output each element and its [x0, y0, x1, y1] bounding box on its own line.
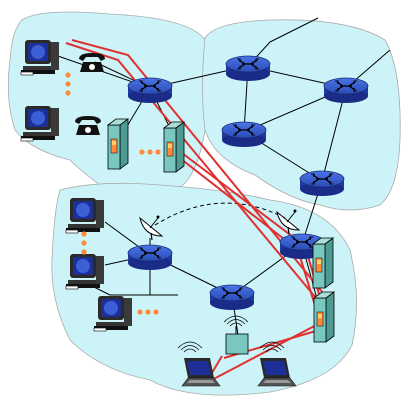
router-icon — [299, 170, 345, 197]
satellite-link — [154, 202, 286, 226]
desktop-computer-icon — [65, 253, 105, 290]
wireless-base-station-icon — [223, 315, 249, 355]
router-icon — [209, 284, 255, 311]
router-icon — [225, 55, 271, 82]
server-icon — [107, 118, 129, 170]
ellipsis-dots — [65, 72, 71, 96]
router-icon — [221, 121, 267, 148]
ellipsis-dots — [81, 231, 159, 315]
desktop-computer-icon — [20, 105, 60, 142]
server-icon — [313, 291, 335, 343]
ellipsis-dots — [139, 149, 161, 155]
server-icon — [312, 237, 334, 289]
server-icon — [163, 121, 185, 173]
router-icon — [323, 77, 369, 104]
telephone-icon — [79, 53, 105, 72]
telephone-icon — [75, 116, 101, 135]
desktop-computer-icon — [93, 295, 133, 332]
router-icon — [127, 77, 173, 104]
desktop-computer-icon — [20, 39, 60, 76]
desktop-computer-icon — [65, 197, 105, 234]
router-icon — [127, 244, 173, 271]
